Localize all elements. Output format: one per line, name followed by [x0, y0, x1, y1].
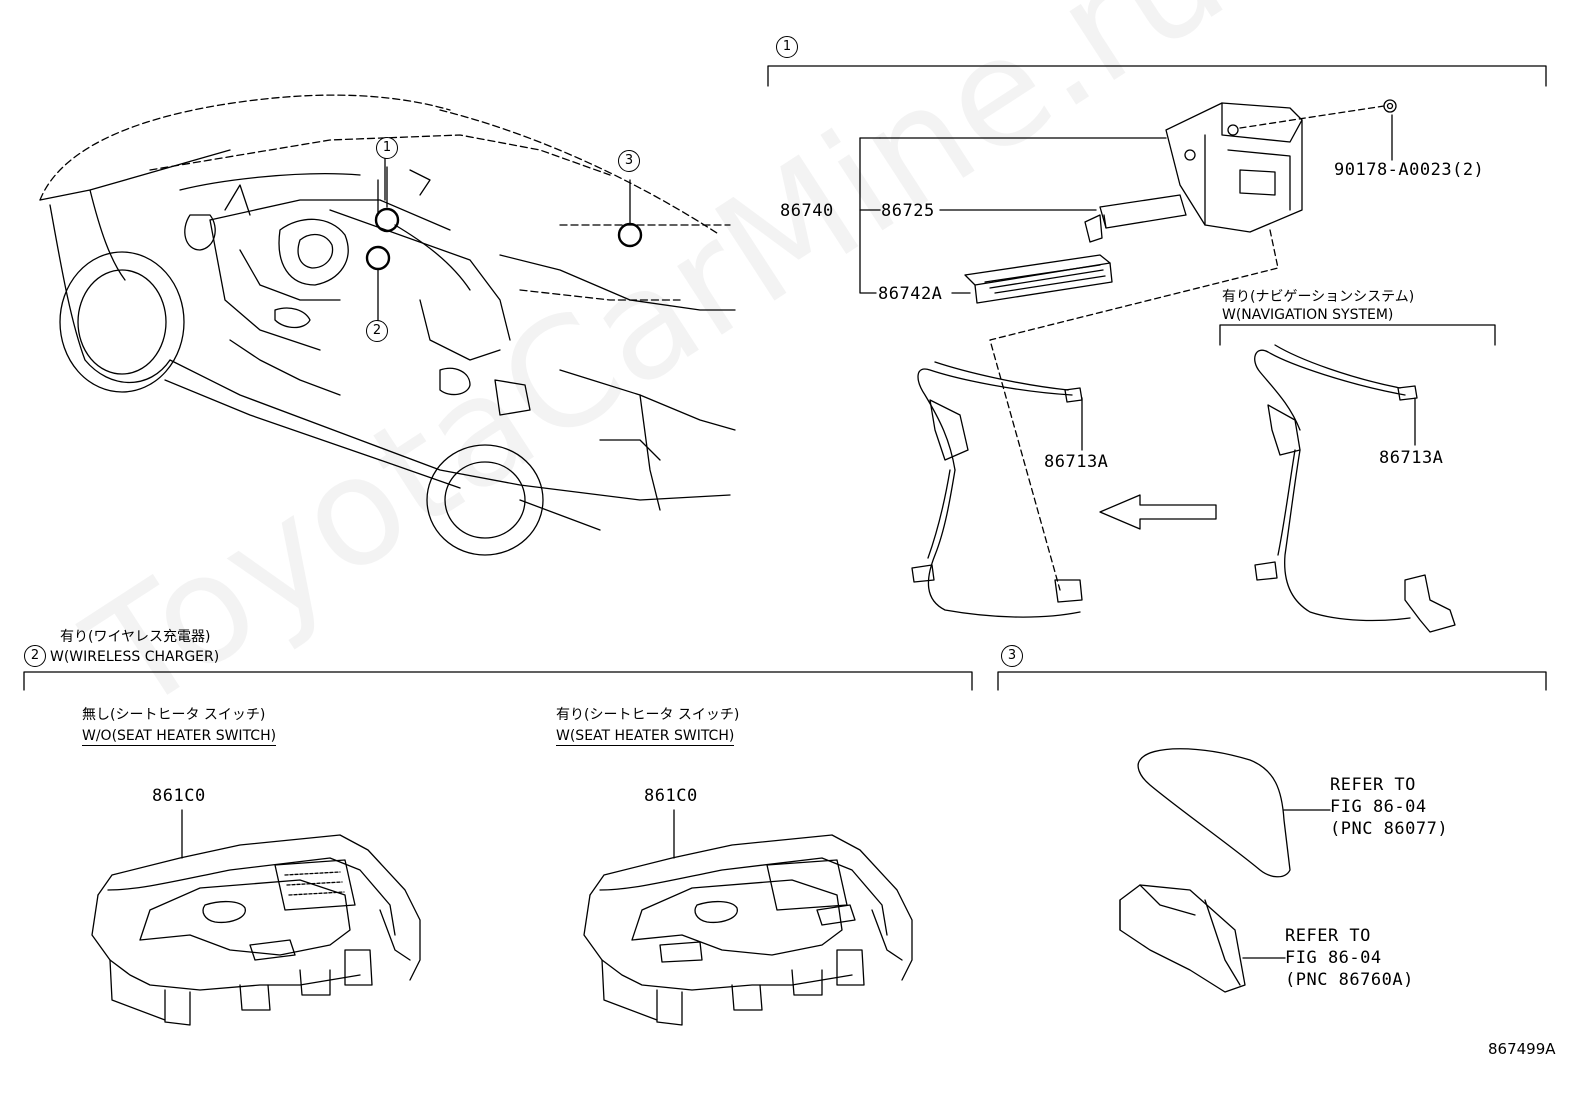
harness-right	[1254, 344, 1456, 633]
connection-dashed	[989, 229, 1279, 591]
right-variant-jp: 有り(シートヒータ スイッチ)	[556, 707, 740, 723]
ref1-line2: FIG 86-04	[1330, 797, 1427, 817]
vehicle-illustration	[39, 94, 736, 556]
left-variant-en: W/O(SEAT HEATER SWITCH)	[82, 728, 277, 746]
antenna-cover	[1137, 748, 1331, 878]
direction-arrow	[1099, 494, 1217, 530]
ref1-line3: (PNC 86077)	[1330, 819, 1449, 839]
part-861C0-left: 861C0	[152, 786, 206, 806]
console-left	[91, 809, 421, 1026]
adapter-86725	[939, 194, 1187, 243]
part-86725: 86725	[881, 201, 935, 221]
section2-title-jp: 有り(ワイヤレス充電器)	[60, 629, 211, 645]
callout-1-section: 1	[776, 36, 798, 58]
part-86713A-left: 86713A	[1044, 452, 1109, 472]
ref1-line1: REFER TO	[1330, 775, 1416, 795]
callout-2-section: 2	[24, 645, 46, 667]
part-90178: 90178-A0023(2)	[1334, 160, 1485, 180]
ref2-line3: (PNC 86760A)	[1285, 970, 1414, 990]
callout-3-section: 3	[1001, 645, 1023, 667]
nav-bracket	[1219, 324, 1496, 346]
section3-bracket	[997, 671, 1547, 691]
assembly-bracket-86740	[859, 137, 1167, 294]
console-right	[583, 809, 913, 1026]
section1-bracket	[767, 65, 1547, 87]
section2-title-en: W(WIRELESS CHARGER)	[50, 649, 220, 665]
right-variant-en: W(SEAT HEATER SWITCH)	[556, 728, 735, 746]
part-86740: 86740	[780, 201, 834, 221]
callout-3-vehicle: 3	[618, 150, 640, 172]
vehicle-callout-marks	[365, 166, 643, 321]
callout-1-vehicle: 1	[376, 137, 398, 159]
part-86742A: 86742A	[878, 284, 943, 304]
ecu-module	[1165, 99, 1397, 233]
ref2-line1: REFER TO	[1285, 926, 1371, 946]
harness-left	[911, 361, 1083, 618]
nav-variant-jp: 有り(ナビゲーションシステム)	[1222, 289, 1415, 305]
nav-variant-en: W(NAVIGATION SYSTEM)	[1222, 307, 1394, 323]
part-86713A-right: 86713A	[1379, 448, 1444, 468]
section2-bracket	[23, 671, 973, 691]
antenna-base	[1119, 884, 1286, 993]
figure-id: 867499A	[1488, 1040, 1556, 1058]
switch-86742A	[951, 254, 1113, 304]
ref2-line2: FIG 86-04	[1285, 948, 1382, 968]
left-variant-jp: 無し(シートヒータ スイッチ)	[82, 707, 266, 723]
callout-2-vehicle: 2	[366, 320, 388, 342]
part-861C0-right: 861C0	[644, 786, 698, 806]
